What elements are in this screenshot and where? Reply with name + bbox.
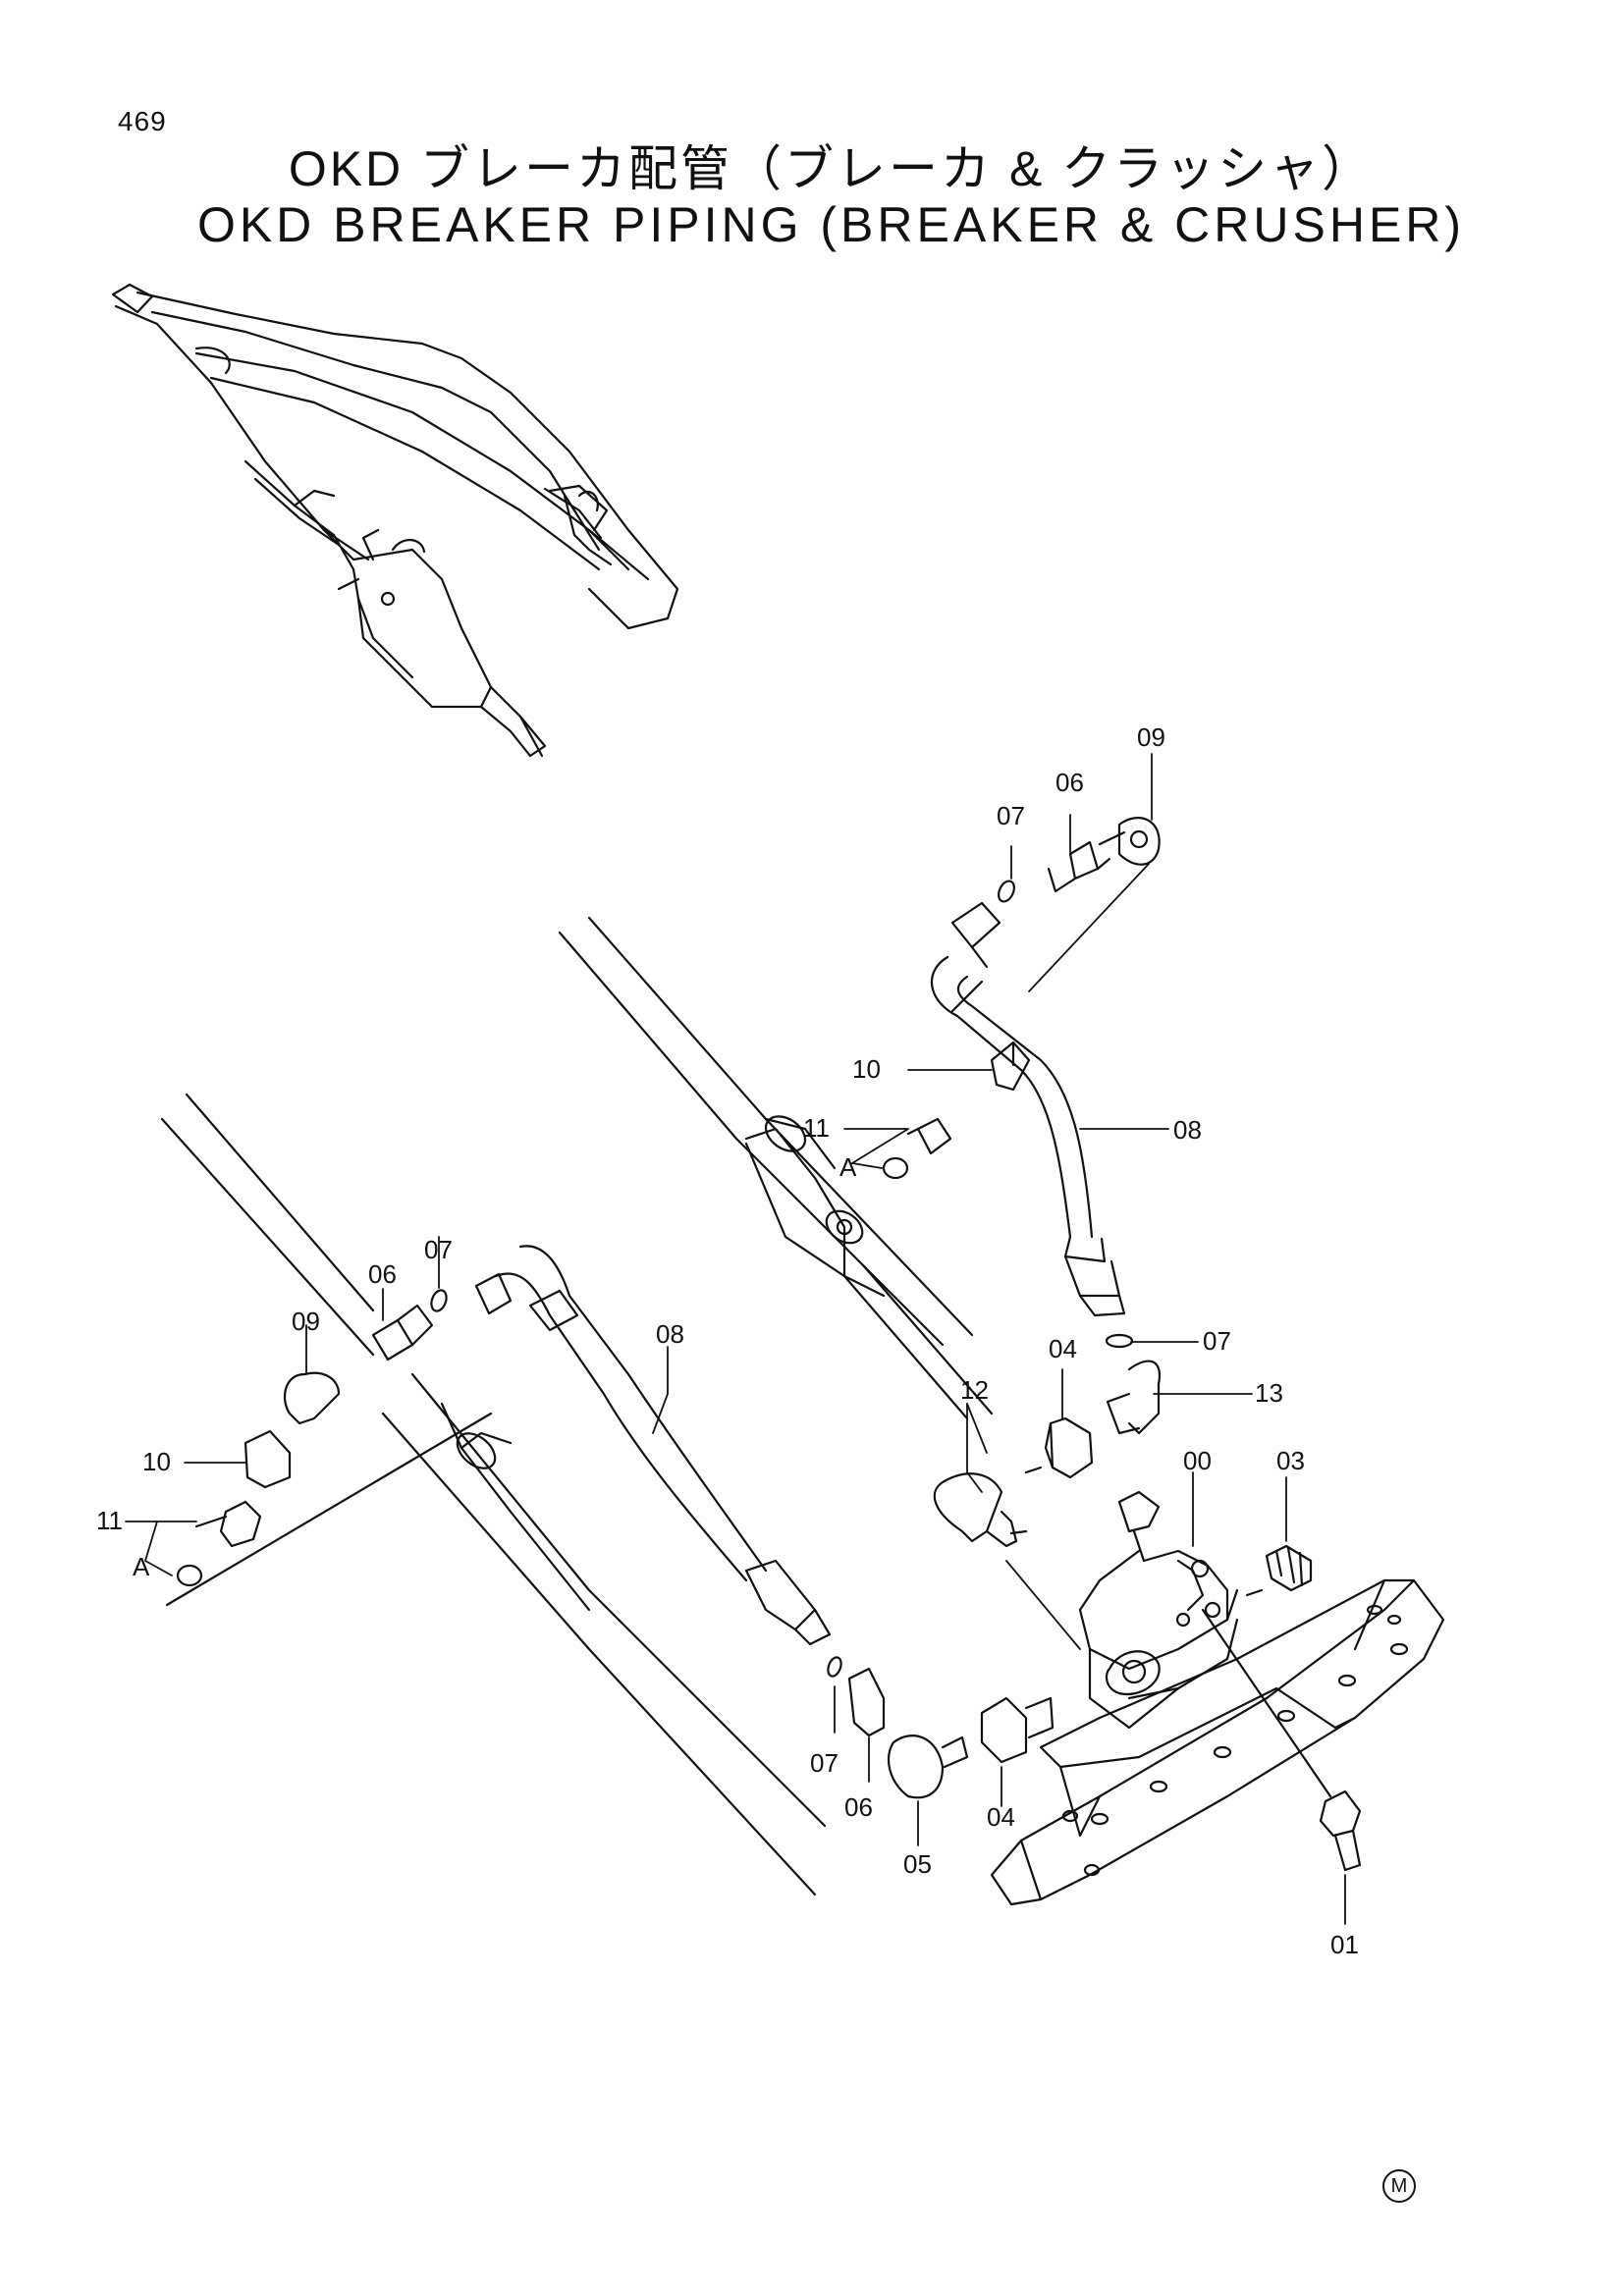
callout-A-upper: A <box>839 1152 857 1182</box>
boom-tube-left <box>160 1093 827 1896</box>
page-number: 469 <box>118 106 167 136</box>
callout-09-upper: 09 <box>1137 722 1165 752</box>
callout-06-left: 06 <box>368 1259 397 1289</box>
callout-04-middle: 04 <box>1049 1334 1077 1363</box>
callout-07-bottom: 07 <box>810 1748 839 1778</box>
callout-10-left: 10 <box>142 1447 171 1476</box>
callout-06-upper: 06 <box>1055 768 1084 797</box>
callout-11-upper: 11 <box>803 1113 830 1143</box>
callout-04-bottom: 04 <box>987 1802 1015 1832</box>
mounting-bracket <box>990 1578 1445 1906</box>
excavator-arm-illustration <box>111 283 679 758</box>
callout-09-left: 09 <box>292 1307 320 1336</box>
callout-12: 12 <box>960 1375 989 1405</box>
callout-13: 13 <box>1255 1378 1283 1408</box>
callout-01: 01 <box>1330 1930 1359 1959</box>
callout-00: 00 <box>1183 1446 1212 1475</box>
callout-08-left: 08 <box>656 1319 684 1349</box>
callout-11-left: 11 <box>96 1506 123 1535</box>
callout-A-left: A <box>133 1552 150 1581</box>
callout-07-left: 07 <box>424 1235 453 1264</box>
callout-08-upper: 08 <box>1173 1115 1202 1145</box>
revision-mark: M <box>1382 2169 1416 2203</box>
callout-10-upper: 10 <box>852 1054 881 1084</box>
valve-block-assembly <box>1078 1490 1313 1730</box>
callout-07-middle: 07 <box>1203 1326 1231 1356</box>
hose-assembly-lower <box>176 1245 1055 1799</box>
title-japanese: OKD ブレーカ配管（ブレーカ & クラッシャ） <box>288 141 1375 196</box>
hose-assembly-upper <box>882 817 1162 1548</box>
callout-03: 03 <box>1276 1446 1305 1475</box>
boom-tube-middle <box>558 916 994 1420</box>
callout-07-upper: 07 <box>997 801 1025 830</box>
callout-05: 05 <box>903 1849 932 1879</box>
callout-06-bottom: 06 <box>844 1792 873 1822</box>
title-english: OKD BREAKER PIPING (BREAKER & CRUSHER) <box>196 197 1466 252</box>
callout-labels: 09 06 07 10 11 A 08 07 04 13 12 00 03 07… <box>96 722 1359 1959</box>
leader-lines <box>125 753 1346 1925</box>
